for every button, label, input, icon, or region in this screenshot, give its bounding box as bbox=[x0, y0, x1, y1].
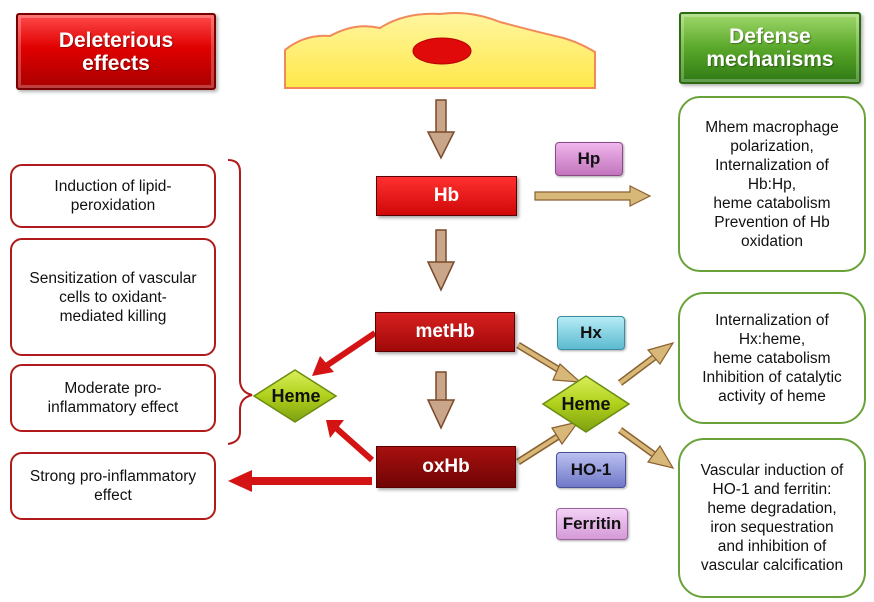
left-brace bbox=[227, 159, 253, 445]
heme-to-mech3-arrow bbox=[617, 427, 675, 469]
hb-box: Hb bbox=[376, 176, 517, 216]
defense-mechanisms-header: Defense mechanisms bbox=[679, 12, 861, 84]
ho1-box: HO-1 bbox=[556, 452, 626, 488]
center-arrow-3 bbox=[426, 371, 456, 430]
oxhb-label: oxHb bbox=[422, 456, 470, 477]
oxhb-box: oxHb bbox=[376, 446, 516, 488]
deleterious-effects-header: Deleterious effects bbox=[16, 13, 216, 90]
ferritin-label: Ferritin bbox=[562, 514, 622, 533]
methb-to-left-heme-arrow bbox=[312, 330, 377, 376]
mechanism-label-ho1-ferritin: Vascular induction of HO-1 and ferritin:… bbox=[700, 462, 844, 574]
mechanism-box-haptoglobin: Mhem macrophage polarization, Internaliz… bbox=[678, 96, 866, 272]
effect-label-moderate-inflammation: Moderate pro-inflammatory effect bbox=[47, 380, 179, 416]
defense-mechanisms-label: Defense mechanisms bbox=[706, 25, 834, 71]
oxhb-to-heme-arrow bbox=[516, 421, 580, 465]
hx-box: Hx bbox=[557, 316, 625, 350]
heme-to-mech2-arrow bbox=[617, 342, 675, 386]
center-arrow-2 bbox=[426, 229, 456, 292]
effect-box-sensitization: Sensitization of vascular cells to oxida… bbox=[10, 238, 216, 356]
left-heme-diamond bbox=[252, 369, 338, 423]
right-heme-label: Heme bbox=[561, 393, 611, 414]
mechanism-label-haptoglobin: Mhem macrophage polarization, Internaliz… bbox=[705, 118, 839, 250]
effect-label-lipid-peroxidation: Induction of lipid-peroxidation bbox=[54, 178, 172, 214]
deleterious-effects-label: Deleterious effects bbox=[58, 28, 174, 75]
methb-to-heme-arrow bbox=[516, 342, 582, 383]
effect-label-sensitization: Sensitization of vascular cells to oxida… bbox=[29, 269, 197, 325]
oxhb-to-left-heme-arrow bbox=[326, 420, 374, 463]
ho1-label: HO-1 bbox=[570, 460, 612, 479]
effect-box-strong-inflammation: Strong pro-inflammatory effect bbox=[10, 452, 216, 520]
methb-label: metHb bbox=[415, 321, 475, 342]
mechanism-box-ho1-ferritin: Vascular induction of HO-1 and ferritin:… bbox=[678, 438, 866, 598]
right-heme-diamond bbox=[541, 375, 631, 433]
hx-label: Hx bbox=[580, 323, 602, 342]
mechanism-box-hemopexin: Internalization of Hx:heme, heme catabol… bbox=[678, 292, 866, 424]
methb-box: metHb bbox=[375, 312, 515, 352]
effect-label-strong-inflammation: Strong pro-inflammatory effect bbox=[29, 468, 197, 504]
center-arrow-1 bbox=[426, 99, 456, 160]
hp-label: Hp bbox=[577, 149, 601, 168]
effect-box-lipid-peroxidation: Induction of lipid-peroxidation bbox=[10, 164, 216, 228]
oxhb-to-strong-effect-arrow bbox=[228, 470, 372, 492]
mechanism-label-hemopexin: Internalization of Hx:heme, heme catabol… bbox=[702, 311, 842, 405]
effect-box-moderate-inflammation: Moderate pro-inflammatory effect bbox=[10, 364, 216, 432]
hb-label: Hb bbox=[433, 185, 460, 206]
ferritin-box: Ferritin bbox=[556, 508, 628, 540]
left-heme-label: Heme bbox=[271, 385, 321, 406]
cell-illustration bbox=[284, 12, 596, 89]
hb-to-defense-arrow bbox=[534, 185, 652, 207]
hp-box: Hp bbox=[555, 142, 623, 176]
